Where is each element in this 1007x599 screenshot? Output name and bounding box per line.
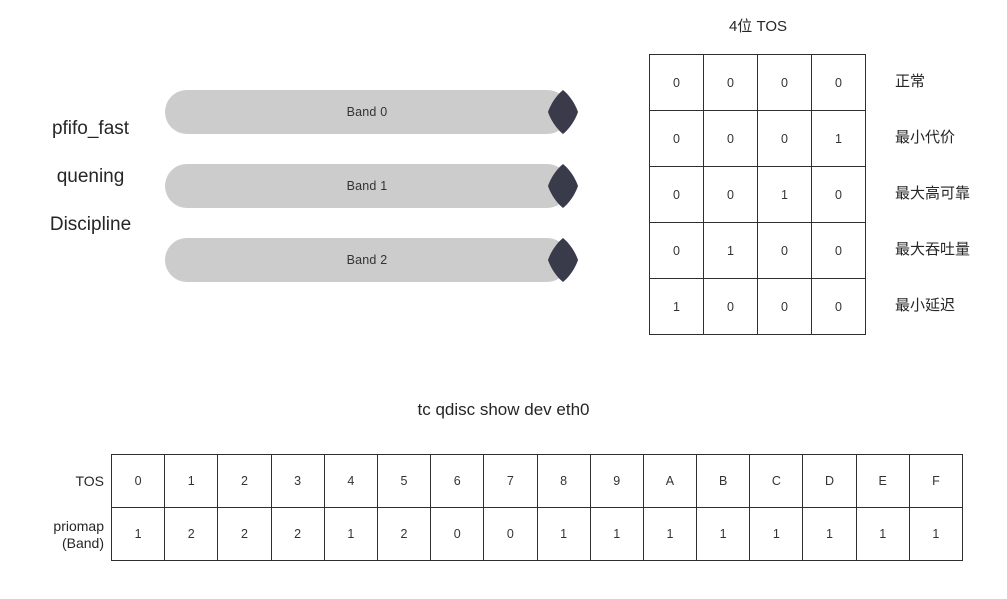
discipline-label-line-3: Discipline [49, 214, 132, 235]
band-row: Band 2 [165, 238, 585, 282]
tos-bit-cell: 0 [649, 166, 704, 223]
priomap-band-cell: 0 [430, 507, 485, 561]
priomap-tos-cell: E [855, 454, 910, 508]
tos-bit-cell: 0 [757, 54, 812, 111]
priomap-band-cell: 1 [749, 507, 804, 561]
priomap-band-cell: 2 [164, 507, 219, 561]
tos-meaning-label-group: 正常 最小代价 最大高可靠 最大吞吐量 最小延迟 [895, 54, 970, 334]
priomap-row-label-line-2: (Band) [61, 535, 104, 551]
band-queue-stack: Band 0 Band 1 Band 2 [165, 90, 585, 290]
tos-bit-cell: 0 [649, 54, 704, 111]
band-end-cap-icon [548, 90, 578, 134]
priomap-band-cell: 1 [908, 507, 964, 561]
tos-meaning-label: 最小延迟 [895, 297, 956, 314]
priomap-tos-cell: C [749, 454, 804, 508]
band-pill-label: Band 1 [346, 179, 388, 193]
table-row: 1 2 2 2 1 2 0 0 1 1 1 1 1 1 1 1 [110, 507, 964, 561]
priomap-tos-cell: A [642, 454, 698, 508]
priomap-table: 0 1 2 3 4 5 6 7 8 9 A B C D E F 1 2 2 2 … [110, 454, 964, 561]
tos-bit-cell: 0 [703, 166, 758, 223]
priomap-tos-cell: 5 [376, 454, 432, 508]
tos-bit-cell: 0 [811, 54, 866, 111]
priomap-tos-cell: 9 [589, 454, 644, 508]
priomap-tos-cell: 3 [270, 454, 325, 508]
priomap-tos-cell: 8 [536, 454, 591, 508]
discipline-label-line-2: quening [56, 166, 125, 187]
tos-bit-cell: 0 [811, 166, 866, 223]
queueing-discipline-label-group: pfifo_fast quening Discipline [18, 105, 163, 249]
priomap-band-cell: 1 [589, 507, 644, 561]
tos-meaning-label: 最大高可靠 [895, 185, 971, 202]
tos-bit-cell: 1 [703, 222, 758, 279]
band-pill-label: Band 0 [346, 105, 388, 119]
priomap-tos-cell: 4 [323, 454, 378, 508]
priomap-band-cell: 2 [217, 507, 272, 561]
discipline-label-line-1: pfifo_fast [51, 118, 130, 139]
band-row: Band 1 [165, 164, 585, 208]
priomap-band-cell: 1 [642, 507, 698, 561]
priomap-row-label-group: TOS priomap (Band) [8, 454, 104, 562]
tos-bit-cell: 0 [757, 110, 812, 167]
priomap-tos-cell: B [696, 454, 751, 508]
table-row: 0 1 0 0 [649, 222, 866, 279]
tos-bit-table: 0 0 0 0 0 0 0 1 0 0 1 0 0 1 0 0 1 0 0 0 [649, 54, 866, 335]
priomap-section-title: tc qdisc show dev eth0 [417, 400, 590, 419]
band-pill-label: Band 2 [346, 253, 388, 267]
priomap-band-cell: 1 [802, 507, 857, 561]
priomap-tos-cell: 7 [483, 454, 538, 508]
priomap-band-cell: 1 [696, 507, 751, 561]
tos-table-title: 4位 TOS [728, 18, 788, 35]
band-end-cap-icon [548, 164, 578, 208]
table-row: 1 0 0 0 [649, 278, 866, 335]
tos-meaning-label: 正常 [895, 73, 926, 90]
priomap-row-label-band: priomap (Band) [8, 508, 104, 562]
priomap-band-cell: 1 [323, 507, 378, 561]
priomap-row-label-tos: TOS [8, 454, 104, 508]
tos-bit-cell: 1 [649, 278, 704, 335]
priomap-band-cell: 2 [270, 507, 325, 561]
priomap-tos-cell: 1 [164, 454, 219, 508]
table-row: 0 0 1 0 [649, 166, 866, 223]
tos-bit-cell: 1 [757, 166, 812, 223]
priomap-band-cell: 0 [483, 507, 538, 561]
tos-bit-cell: 0 [811, 278, 866, 335]
tos-bit-cell: 0 [811, 222, 866, 279]
tos-bit-cell: 0 [649, 222, 704, 279]
table-row: 0 0 0 1 [649, 110, 866, 167]
priomap-tos-cell: F [908, 454, 964, 508]
band-pill-2[interactable]: Band 2 [165, 238, 569, 282]
tos-bit-cell: 0 [757, 278, 812, 335]
table-row: 0 1 2 3 4 5 6 7 8 9 A B C D E F [110, 454, 964, 508]
tos-bit-cell: 1 [811, 110, 866, 167]
band-row: Band 0 [165, 90, 585, 134]
tos-bit-cell: 0 [649, 110, 704, 167]
priomap-band-cell: 2 [376, 507, 432, 561]
priomap-tos-cell: D [802, 454, 857, 508]
priomap-tos-cell: 0 [110, 454, 166, 508]
tos-bit-cell: 0 [703, 278, 758, 335]
priomap-band-cell: 1 [536, 507, 591, 561]
band-end-cap-icon [548, 238, 578, 282]
band-pill-0[interactable]: Band 0 [165, 90, 569, 134]
priomap-band-cell: 1 [855, 507, 910, 561]
band-pill-1[interactable]: Band 1 [165, 164, 569, 208]
priomap-row-label-line-1: TOS [75, 472, 104, 489]
priomap-row-label-line-1: priomap [53, 518, 104, 534]
tos-bit-cell: 0 [703, 54, 758, 111]
priomap-tos-cell: 6 [430, 454, 485, 508]
table-row: 0 0 0 0 [649, 54, 866, 111]
tos-meaning-label: 最大吞吐量 [895, 241, 971, 258]
priomap-band-cell: 1 [110, 507, 166, 561]
priomap-tos-cell: 2 [217, 454, 272, 508]
tos-bit-cell: 0 [757, 222, 812, 279]
tos-meaning-label: 最小代价 [895, 129, 956, 146]
tos-bit-cell: 0 [703, 110, 758, 167]
